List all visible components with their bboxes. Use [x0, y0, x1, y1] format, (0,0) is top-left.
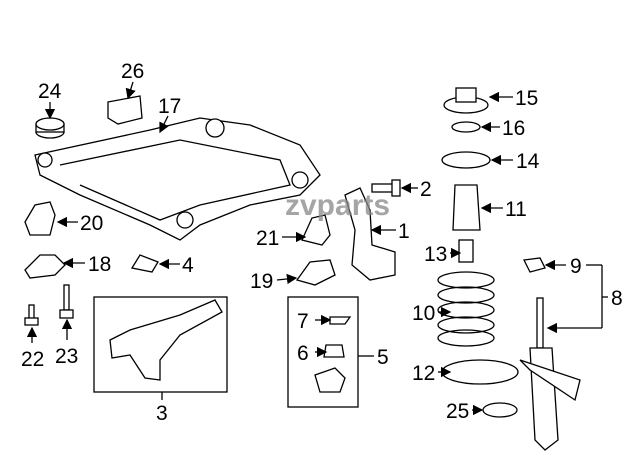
callout-2: 2: [420, 178, 432, 201]
callout-25: 25: [446, 400, 469, 423]
callout-15: 15: [515, 87, 538, 110]
upper-mount[interactable]: [443, 87, 489, 114]
insulator-25[interactable]: [482, 402, 518, 418]
crossmember[interactable]: [34, 117, 321, 241]
callout-5: 5: [377, 346, 389, 369]
callout-18: 18: [88, 253, 111, 276]
mount-19[interactable]: [295, 259, 336, 286]
callout-7: 7: [297, 310, 309, 333]
small-bracket[interactable]: [130, 254, 159, 273]
callout-21: 21: [256, 227, 279, 250]
callout-23: 23: [55, 345, 78, 368]
callout-26: 26: [121, 60, 144, 83]
dust-boot[interactable]: [452, 184, 481, 231]
ball-joint-box: [287, 296, 359, 408]
callout-20: 20: [80, 212, 103, 235]
spring-seat-upper[interactable]: [441, 151, 491, 169]
leader-lines: [26, 81, 608, 416]
callout-9: 9: [570, 255, 582, 278]
mount-lower[interactable]: [24, 254, 66, 279]
callout-1: 1: [398, 220, 410, 243]
bolt-22[interactable]: [24, 304, 39, 326]
callout-13: 13: [424, 243, 447, 266]
callout-19: 19: [250, 270, 273, 293]
callout-4: 4: [182, 254, 194, 277]
ball-joint[interactable]: [314, 367, 346, 393]
nut-9[interactable]: [523, 257, 546, 273]
bearing[interactable]: [451, 121, 481, 133]
callout-24: 24: [38, 80, 62, 103]
bushing-upper[interactable]: [35, 117, 65, 139]
mount-21[interactable]: [301, 214, 331, 246]
watermark: zvparts: [285, 189, 390, 222]
coil-spring[interactable]: [437, 271, 495, 347]
callout-14: 14: [516, 150, 540, 173]
callout-6: 6: [297, 342, 309, 365]
bolt-2[interactable]: [371, 179, 401, 197]
cotter-pin[interactable]: [329, 316, 352, 325]
callout-16: 16: [502, 117, 525, 140]
bracket[interactable]: [107, 95, 143, 125]
callout-22: 22: [21, 348, 44, 371]
callout-3: 3: [156, 402, 168, 425]
strut-assembly[interactable]: [519, 297, 581, 451]
callout-11: 11: [505, 198, 527, 221]
mount-rear[interactable]: [24, 201, 56, 236]
lower-control-arm[interactable]: [109, 299, 223, 381]
bolt-23[interactable]: [59, 284, 74, 319]
callout-8: 8: [611, 287, 623, 310]
callout-17: 17: [158, 95, 181, 118]
bump-stop[interactable]: [458, 239, 474, 263]
control-arm-box: [93, 296, 228, 393]
callout-12: 12: [412, 362, 435, 385]
steering-knuckle[interactable]: [344, 187, 396, 281]
nut[interactable]: [323, 344, 345, 358]
spring-insulator[interactable]: [441, 359, 519, 385]
callout-10: 10: [412, 302, 435, 325]
